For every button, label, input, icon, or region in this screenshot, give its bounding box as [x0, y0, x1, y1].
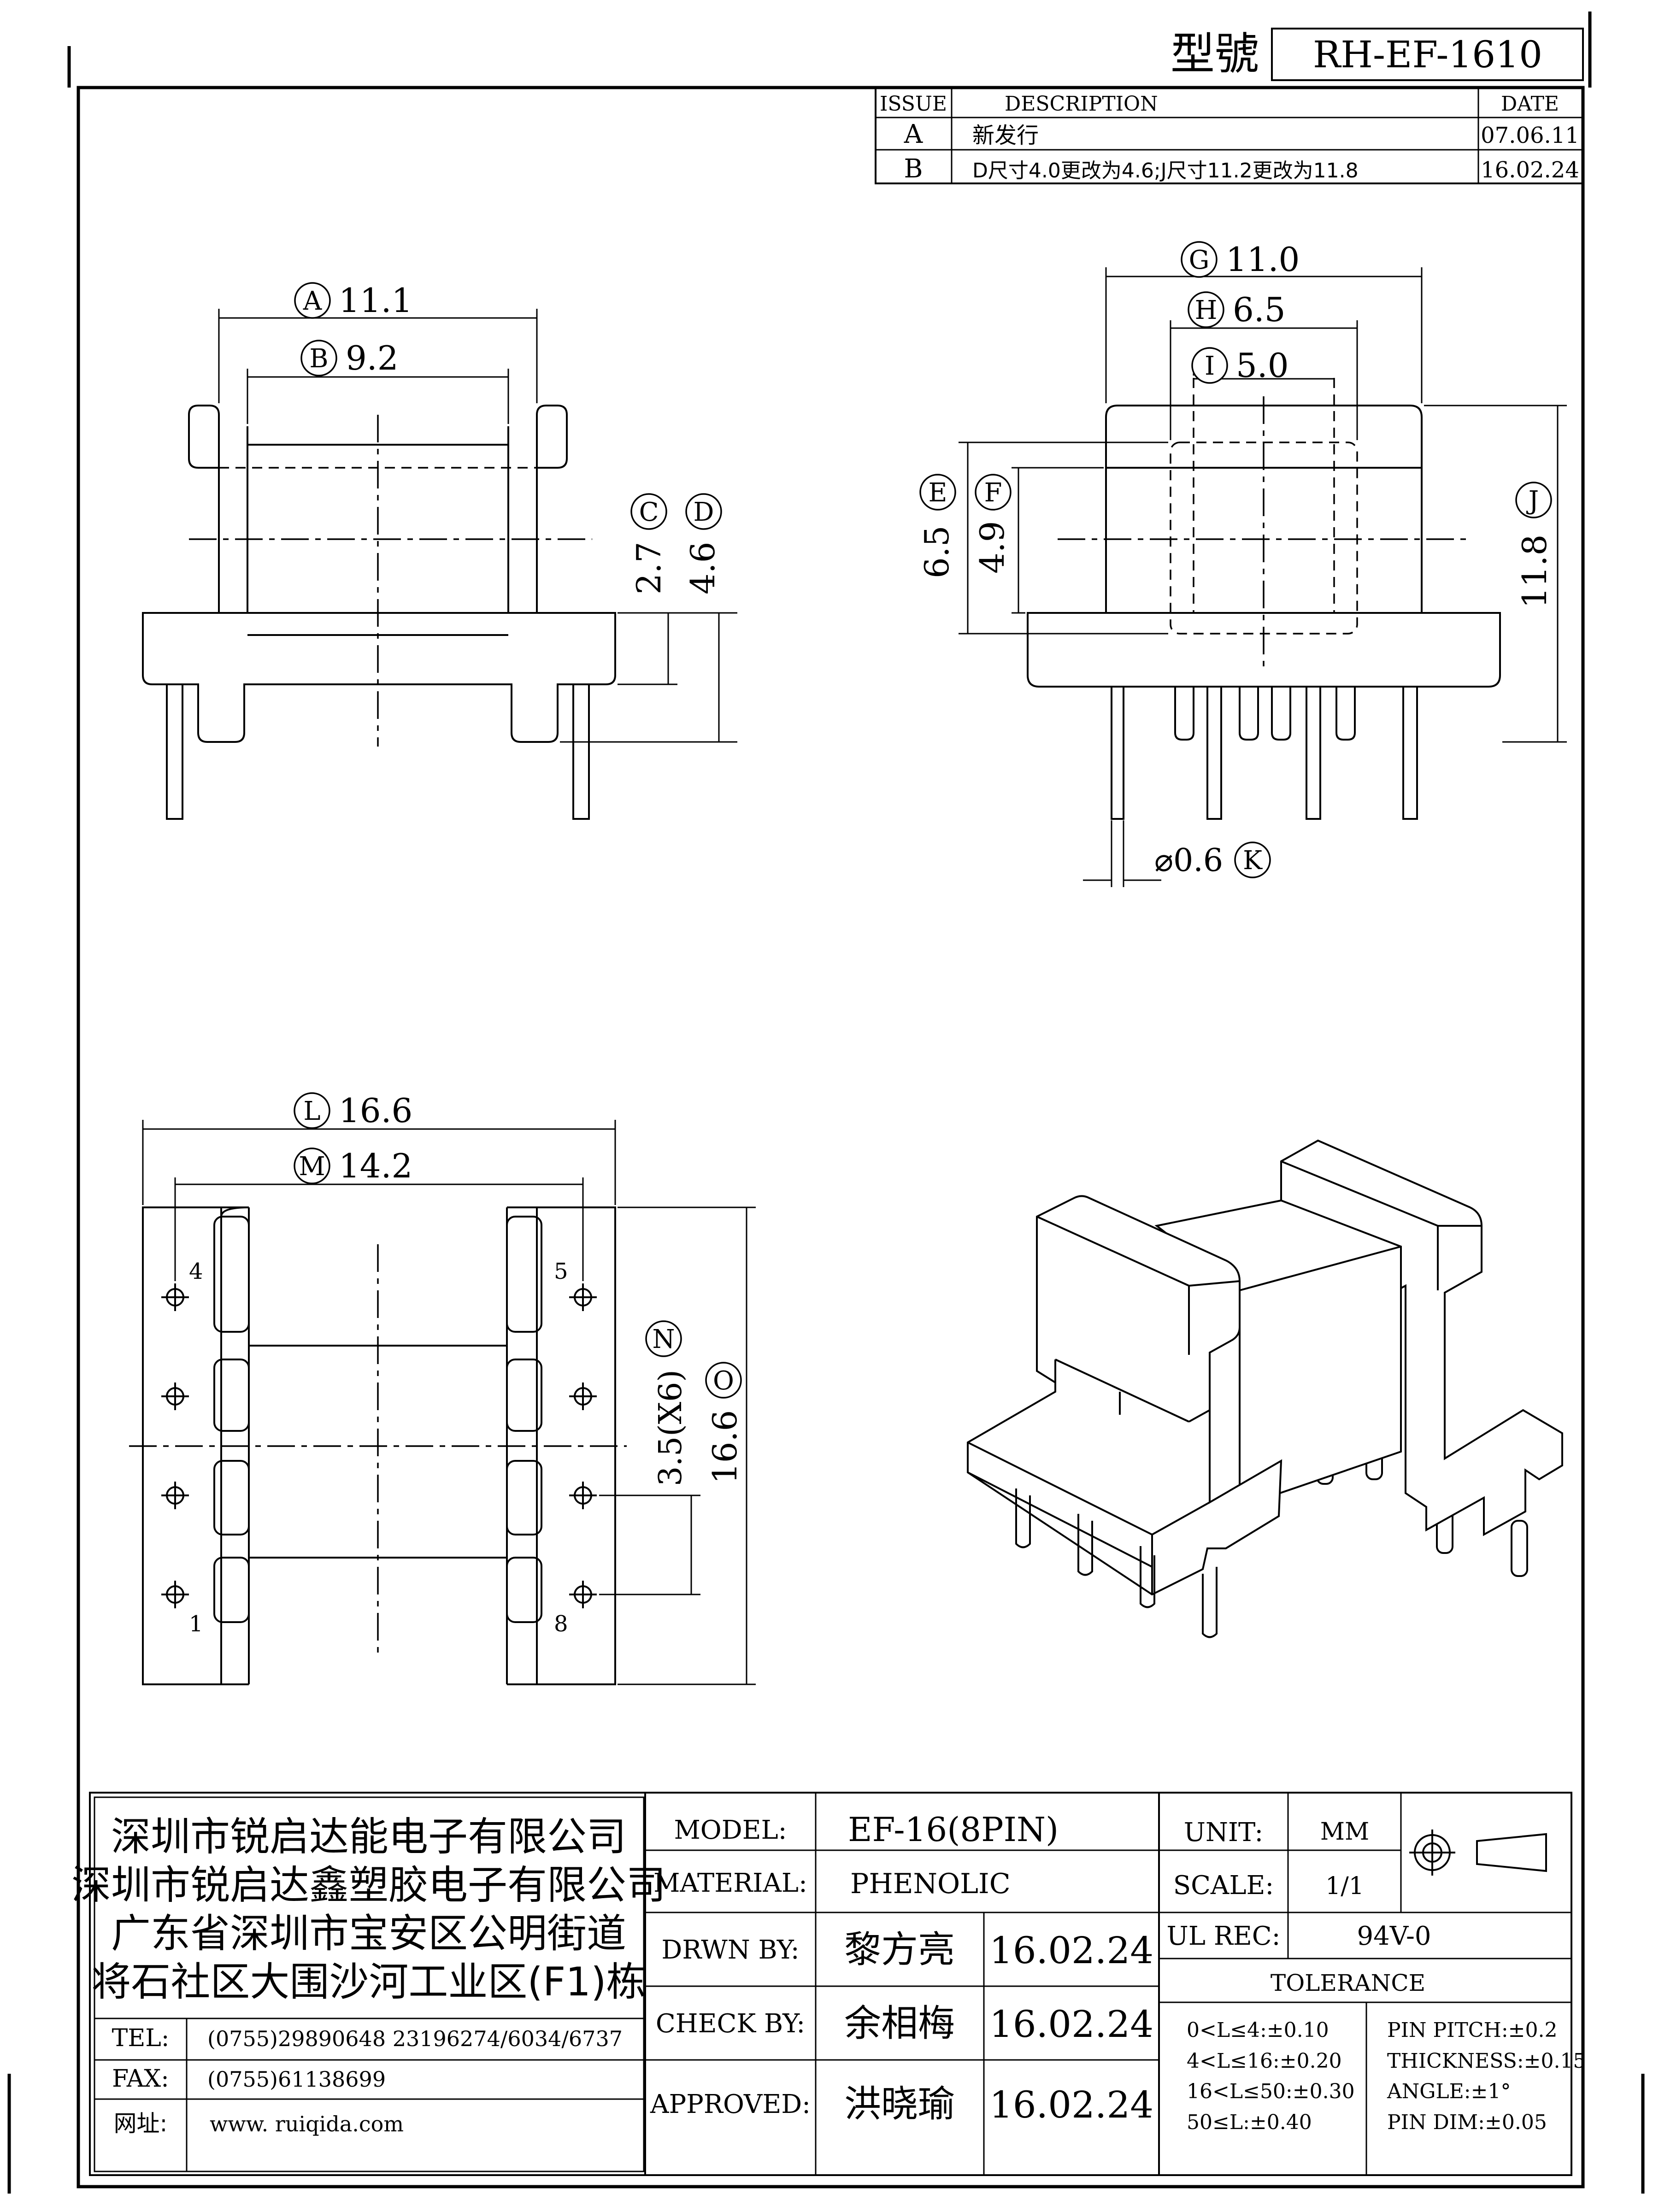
- pin-label-8: 8: [554, 1611, 568, 1637]
- dim-b-letter: B: [309, 344, 328, 374]
- drawing-border: [76, 86, 1585, 2188]
- ul-rec-label: UL REC:: [1167, 1921, 1281, 1951]
- tolerance-title: TOLERANCE: [1271, 1970, 1425, 1996]
- rev-row-a-date: 07.06.11: [1481, 123, 1579, 148]
- drawn-by-date: 16.02.24: [989, 1929, 1153, 1972]
- dim-e-value: 6.5: [918, 525, 956, 578]
- website-label: 网址:: [114, 2110, 168, 2137]
- dim-g-letter: G: [1189, 245, 1210, 275]
- dim-l-letter: L: [303, 1096, 320, 1126]
- dim-i-value: 5.0: [1236, 346, 1289, 385]
- bottom-view: 4 5 1 8 L 16.6 M 14.2 N O 3.5(X6) 16.6: [129, 1091, 756, 1685]
- rev-row-b-issue: B: [904, 154, 923, 184]
- dim-j-letter: J: [1526, 486, 1539, 516]
- dim-d-value: 4.6: [683, 541, 722, 594]
- model-label: MODEL:: [674, 1815, 787, 1845]
- dim-k-value: ⌀0.6: [1154, 842, 1223, 879]
- check-by-date: 16.02.24: [989, 2003, 1153, 2046]
- tolerance-right-2: THICKNESS:±0.15: [1387, 2049, 1586, 2073]
- dim-m-value: 14.2: [339, 1147, 412, 1185]
- dim-h-value: 6.5: [1233, 290, 1286, 329]
- pin-label-4: 4: [189, 1259, 203, 1284]
- unit-label: UNIT:: [1184, 1818, 1264, 1847]
- company-line-1: 深圳市锐启达能电子有限公司: [111, 1814, 626, 1860]
- dim-b-value: 9.2: [346, 339, 399, 377]
- dim-f-value: 4.9: [973, 521, 1012, 574]
- dim-h-letter: H: [1195, 295, 1218, 325]
- rev-header-description: DESCRIPTION: [1005, 92, 1158, 116]
- rev-header-date: DATE: [1501, 92, 1559, 116]
- dim-a-letter: A: [303, 286, 322, 316]
- unit-value: MM: [1320, 1818, 1370, 1846]
- title-block: 深圳市锐启达能电子有限公司 深圳市锐启达鑫塑胶电子有限公司 广东省深圳市宝安区公…: [71, 1792, 1586, 2176]
- dim-c-letter: C: [639, 497, 659, 527]
- scale-value: 1/1: [1325, 1872, 1364, 1900]
- side-view: G 11.0 H 6.5 I 5.0 E F 6.5 4.9 J 11.8: [918, 240, 1567, 887]
- approved-date: 16.02.24: [989, 2083, 1153, 2126]
- dim-i-letter: I: [1205, 351, 1215, 381]
- dim-n-letter: N: [653, 1324, 675, 1354]
- rev-row-a-issue: A: [904, 119, 923, 149]
- drawn-by-name: 黎方亮: [844, 1928, 955, 1971]
- model-value: EF-16(8PIN): [848, 1810, 1059, 1849]
- isometric-view: [967, 1139, 1563, 1638]
- drawn-by-label: DRWN BY:: [661, 1935, 799, 1965]
- check-by-name: 余相梅: [844, 2002, 955, 2045]
- tel-label: TEL:: [112, 2024, 170, 2052]
- rev-header-issue: ISSUE: [880, 92, 947, 116]
- model-number-label: 型號: [1171, 28, 1259, 80]
- material-label: MATERIAL:: [653, 1868, 807, 1898]
- dim-j-value: 11.8: [1515, 535, 1554, 608]
- pin-label-1: 1: [189, 1611, 203, 1637]
- rev-row-b-description: D尺寸4.0更改为4.6;J尺寸11.2更改为11.8: [972, 159, 1359, 182]
- tolerance-left-2: 4<L≤16:±0.20: [1187, 2049, 1342, 2073]
- fax-value: (0755)61138699: [207, 2067, 386, 2092]
- dim-e-letter: E: [929, 478, 947, 508]
- dim-o-letter: O: [713, 1366, 734, 1396]
- model-number-value: RH-EF-1610: [1313, 33, 1542, 76]
- company-line-4: 将石社区大围沙河工业区(F1)栋: [91, 1959, 646, 2005]
- tolerance-right-1: PIN PITCH:±0.2: [1387, 2018, 1558, 2042]
- revision-table: ISSUE DESCRIPTION DATE A 新发行 07.06.11 B …: [875, 87, 1584, 184]
- dim-g-value: 11.0: [1226, 240, 1300, 279]
- dim-n-value: 3.5(X6): [653, 1370, 689, 1486]
- dim-k-letter: K: [1243, 846, 1263, 876]
- dim-a-value: 11.1: [339, 281, 412, 320]
- tolerance-left-1: 0<L≤4:±0.10: [1187, 2018, 1329, 2042]
- tolerance-left-3: 16<L≤50:±0.30: [1187, 2080, 1355, 2103]
- corner-marks: [7, 12, 1645, 2194]
- dim-c-value: 2.7: [629, 541, 668, 594]
- pin-label-5: 5: [554, 1259, 568, 1284]
- tolerance-right-3: ANGLE:±1°: [1387, 2080, 1511, 2103]
- fax-label: FAX:: [112, 2065, 169, 2093]
- dim-o-value: 16.6: [706, 1410, 744, 1484]
- dim-l-value: 16.6: [339, 1091, 412, 1130]
- rev-row-b-date: 16.02.24: [1481, 157, 1579, 183]
- tolerance-right-4: PIN DIM:±0.05: [1387, 2111, 1547, 2134]
- rev-row-a-description: 新发行: [972, 123, 1039, 148]
- ul-rec-value: 94V-0: [1357, 1921, 1431, 1951]
- material-value: PHENOLIC: [850, 1868, 1011, 1900]
- company-line-2: 深圳市锐启达鑫塑胶电子有限公司: [71, 1862, 666, 1908]
- dim-m-letter: M: [299, 1152, 325, 1182]
- website-value: www. ruiqida.com: [210, 2112, 404, 2136]
- front-view: A 11.1 B 9.2 C D 2.7 4.6: [142, 281, 737, 820]
- dim-d-letter: D: [694, 497, 714, 527]
- tolerance-left-4: 50≤L:±0.40: [1187, 2111, 1312, 2134]
- approved-name: 洪晓瑜: [844, 2083, 955, 2125]
- model-number-header: 型號 RH-EF-1610: [1171, 28, 1584, 81]
- projection-symbol-icon: [1409, 1830, 1547, 1876]
- check-by-label: CHECK BY:: [656, 2009, 805, 2039]
- tel-value: (0755)29890648 23196274/6034/6737: [207, 2026, 623, 2051]
- approved-label: APPROVED:: [650, 2089, 811, 2119]
- dim-f-letter: F: [984, 478, 1002, 508]
- scale-label: SCALE:: [1173, 1871, 1274, 1900]
- company-line-3: 广东省深圳市宝安区公明街道: [111, 1911, 626, 1957]
